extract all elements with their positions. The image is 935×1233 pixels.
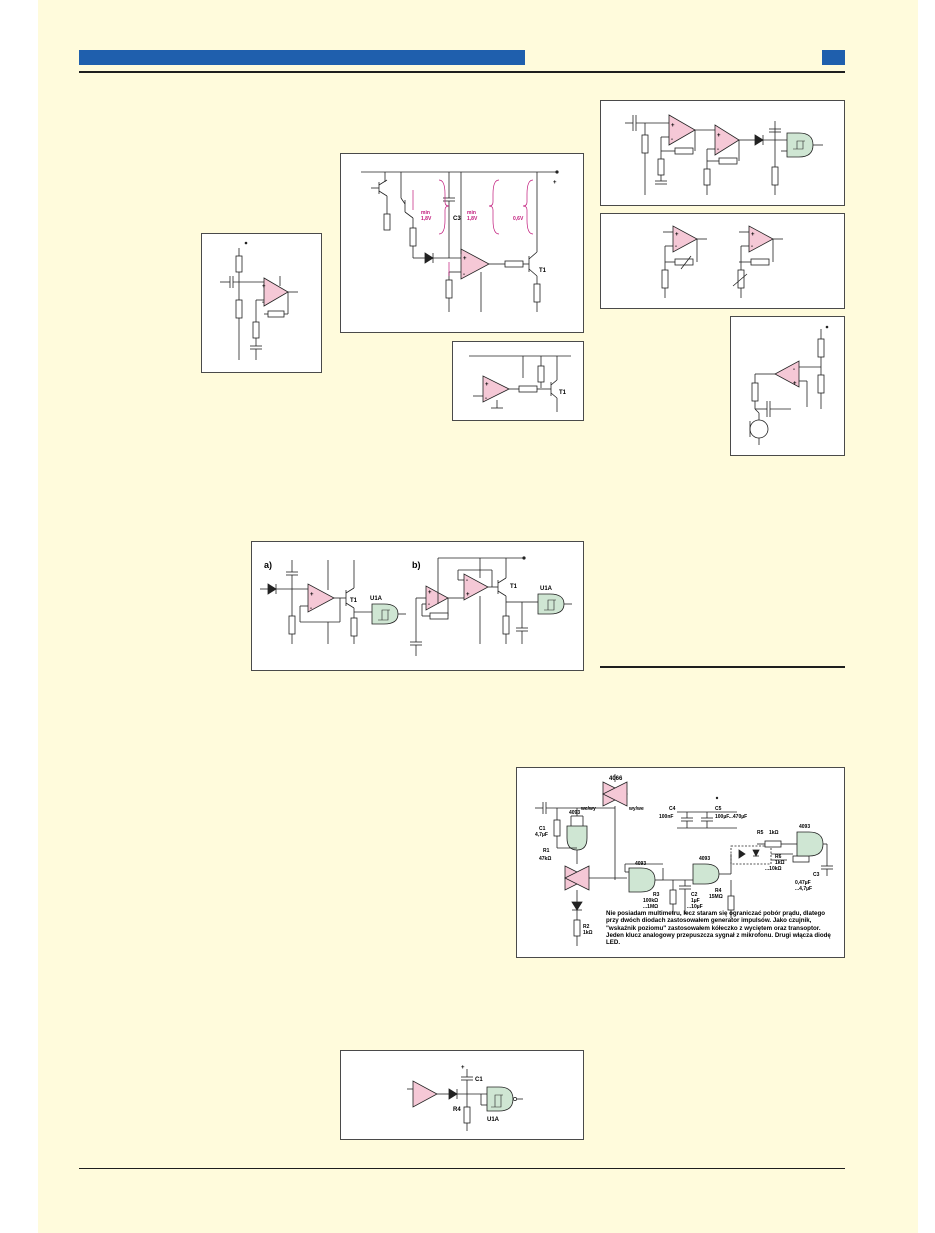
label-r3-value: 100kΩ: [643, 898, 658, 904]
svg-text:+: +: [310, 592, 314, 598]
annot-v-1: 1,8V: [421, 216, 432, 222]
annot-v-2: 1,8V: [467, 216, 478, 222]
label-we-wy: we/wy: [580, 806, 596, 812]
schematic-small-svg: T1 + -: [469, 355, 571, 412]
svg-text:+: +: [485, 382, 489, 388]
svg-text:+: +: [675, 232, 679, 238]
label-c3: C3: [453, 216, 461, 222]
schematic-two-opamps-svg: + - + -: [661, 225, 783, 298]
label-r4-bottom: R4: [453, 1107, 461, 1113]
label-c3-range: ...4,7µF: [795, 886, 812, 892]
label-r6-range: ...10kΩ: [765, 866, 782, 872]
label-variant-b: b): [412, 560, 421, 570]
label-u1a-a: U1A: [370, 596, 383, 602]
label-c1: C1: [539, 826, 546, 832]
label-ic-4093-a: 4093: [569, 810, 580, 816]
svg-text:+: +: [671, 123, 675, 129]
svg-text:-: -: [485, 396, 487, 402]
svg-text:-: -: [428, 602, 430, 608]
svg-text:+: +: [461, 1065, 465, 1071]
label-r5: R5: [757, 830, 764, 836]
label-r2: R2: [583, 924, 590, 930]
schematic-level-indicator-4066-4093: 4066 we/wy wy/we 4093 4093 4093 4093 C1 …: [516, 767, 845, 958]
svg-text:-: -: [751, 244, 753, 250]
schematic-left-svg: + -: [220, 241, 298, 360]
label-c5: C5: [715, 806, 722, 812]
label-ic-4093-c: 4093: [699, 856, 710, 862]
svg-text:+: +: [466, 592, 470, 598]
svg-text:-: -: [262, 300, 264, 306]
label-ic-4093-d: 4093: [799, 824, 810, 830]
schematic-center-svg: min 1,8V min 1,8V 0,6V C3 T1 + + -: [361, 170, 559, 312]
schematic-bottom-gate: C1 R4 U1A +: [340, 1050, 584, 1140]
label-c1-bottom: C1: [475, 1077, 483, 1083]
label-u1a-b: U1A: [540, 586, 553, 592]
schematic-level-indicator-svg: 4066 we/wy wy/we 4093 4093 4093 4093 C1 …: [535, 774, 833, 946]
svg-text:-: -: [671, 137, 673, 143]
label-t1-a: T1: [350, 598, 358, 604]
svg-text:-: -: [675, 244, 677, 250]
label-c2-range: ...10µF: [687, 904, 703, 910]
annot-v-3: 0,6V: [513, 216, 524, 222]
section-rule: [600, 666, 845, 668]
label-u1a-bottom: U1A: [487, 1117, 500, 1123]
label-t1-b: T1: [510, 584, 518, 590]
label-r1-value: 47kΩ: [539, 856, 551, 862]
svg-text:+: +: [717, 133, 721, 139]
header-bar-main: [79, 50, 525, 65]
svg-text:+: +: [793, 381, 797, 387]
label-r4: R4: [715, 888, 722, 894]
label-r2-value: 1kΩ: [583, 930, 593, 936]
svg-text:+: +: [428, 590, 432, 596]
svg-text:+: +: [751, 232, 755, 238]
schematic-opamp-transistor-small: T1 + -: [452, 341, 584, 421]
svg-text:-: -: [466, 578, 468, 584]
schematic-caption: Nie posiadam multimetru, lecz staram się…: [606, 910, 831, 947]
header-bar-small: [822, 50, 845, 65]
svg-text:-: -: [793, 367, 795, 373]
label-t1: T1: [539, 268, 547, 274]
label-c5-value: 100µF...470µF: [715, 814, 747, 820]
svg-text:-: -: [310, 606, 312, 612]
label-c2-value: 1µF: [691, 898, 700, 904]
schematic-two-opamps-pots: + - + -: [600, 213, 845, 309]
label-r3-range: ...1MΩ: [643, 904, 658, 910]
svg-text:+: +: [463, 256, 467, 262]
schematic-top-right-chain: + - + -: [600, 100, 845, 206]
schematic-variants-a-b: a) b): [251, 541, 584, 671]
label-r6: R6: [775, 854, 782, 860]
schematic-ab-svg: a) b): [260, 556, 572, 656]
label-c3: C3: [813, 872, 820, 878]
svg-text:-: -: [463, 272, 465, 278]
label-r3: R3: [653, 892, 660, 898]
label-t1-small: T1: [559, 390, 567, 396]
schematic-center-transistor-stage: min 1,8V min 1,8V 0,6V C3 T1 + + -: [340, 153, 584, 333]
schematic-top-right-svg: + - + -: [625, 114, 823, 195]
label-c2: C2: [691, 892, 698, 898]
footer-rule: [79, 1168, 845, 1169]
header-rule: [79, 71, 845, 73]
annot-min-1: min: [421, 210, 430, 216]
label-r4-value: 15MΩ: [709, 894, 723, 900]
schematic-microphone-svg: - +: [749, 325, 829, 445]
svg-text:+: +: [262, 284, 266, 290]
label-ic-4066: 4066: [609, 776, 623, 782]
label-r1: R1: [543, 848, 550, 854]
svg-text:-: -: [717, 147, 719, 153]
schematic-bottom-svg: C1 R4 U1A +: [407, 1065, 523, 1131]
annot-min-2: min: [467, 210, 476, 216]
label-plus: +: [553, 180, 557, 186]
label-c1-value: 4,7µF: [535, 832, 548, 838]
schematic-left-amplifier: + -: [201, 233, 322, 373]
label-r5-value: 1kΩ: [769, 830, 779, 836]
label-r6-value: 1kΩ: [775, 860, 785, 866]
label-c4: C4: [669, 806, 676, 812]
label-c3-value: 0,47µF: [795, 880, 811, 886]
label-ic-4093-b: 4093: [635, 861, 646, 867]
label-c4-value: 100nF: [659, 814, 673, 820]
label-wy-we: wy/we: [628, 806, 644, 812]
schematic-microphone-amp: - +: [730, 316, 845, 456]
label-variant-a: a): [264, 560, 272, 570]
